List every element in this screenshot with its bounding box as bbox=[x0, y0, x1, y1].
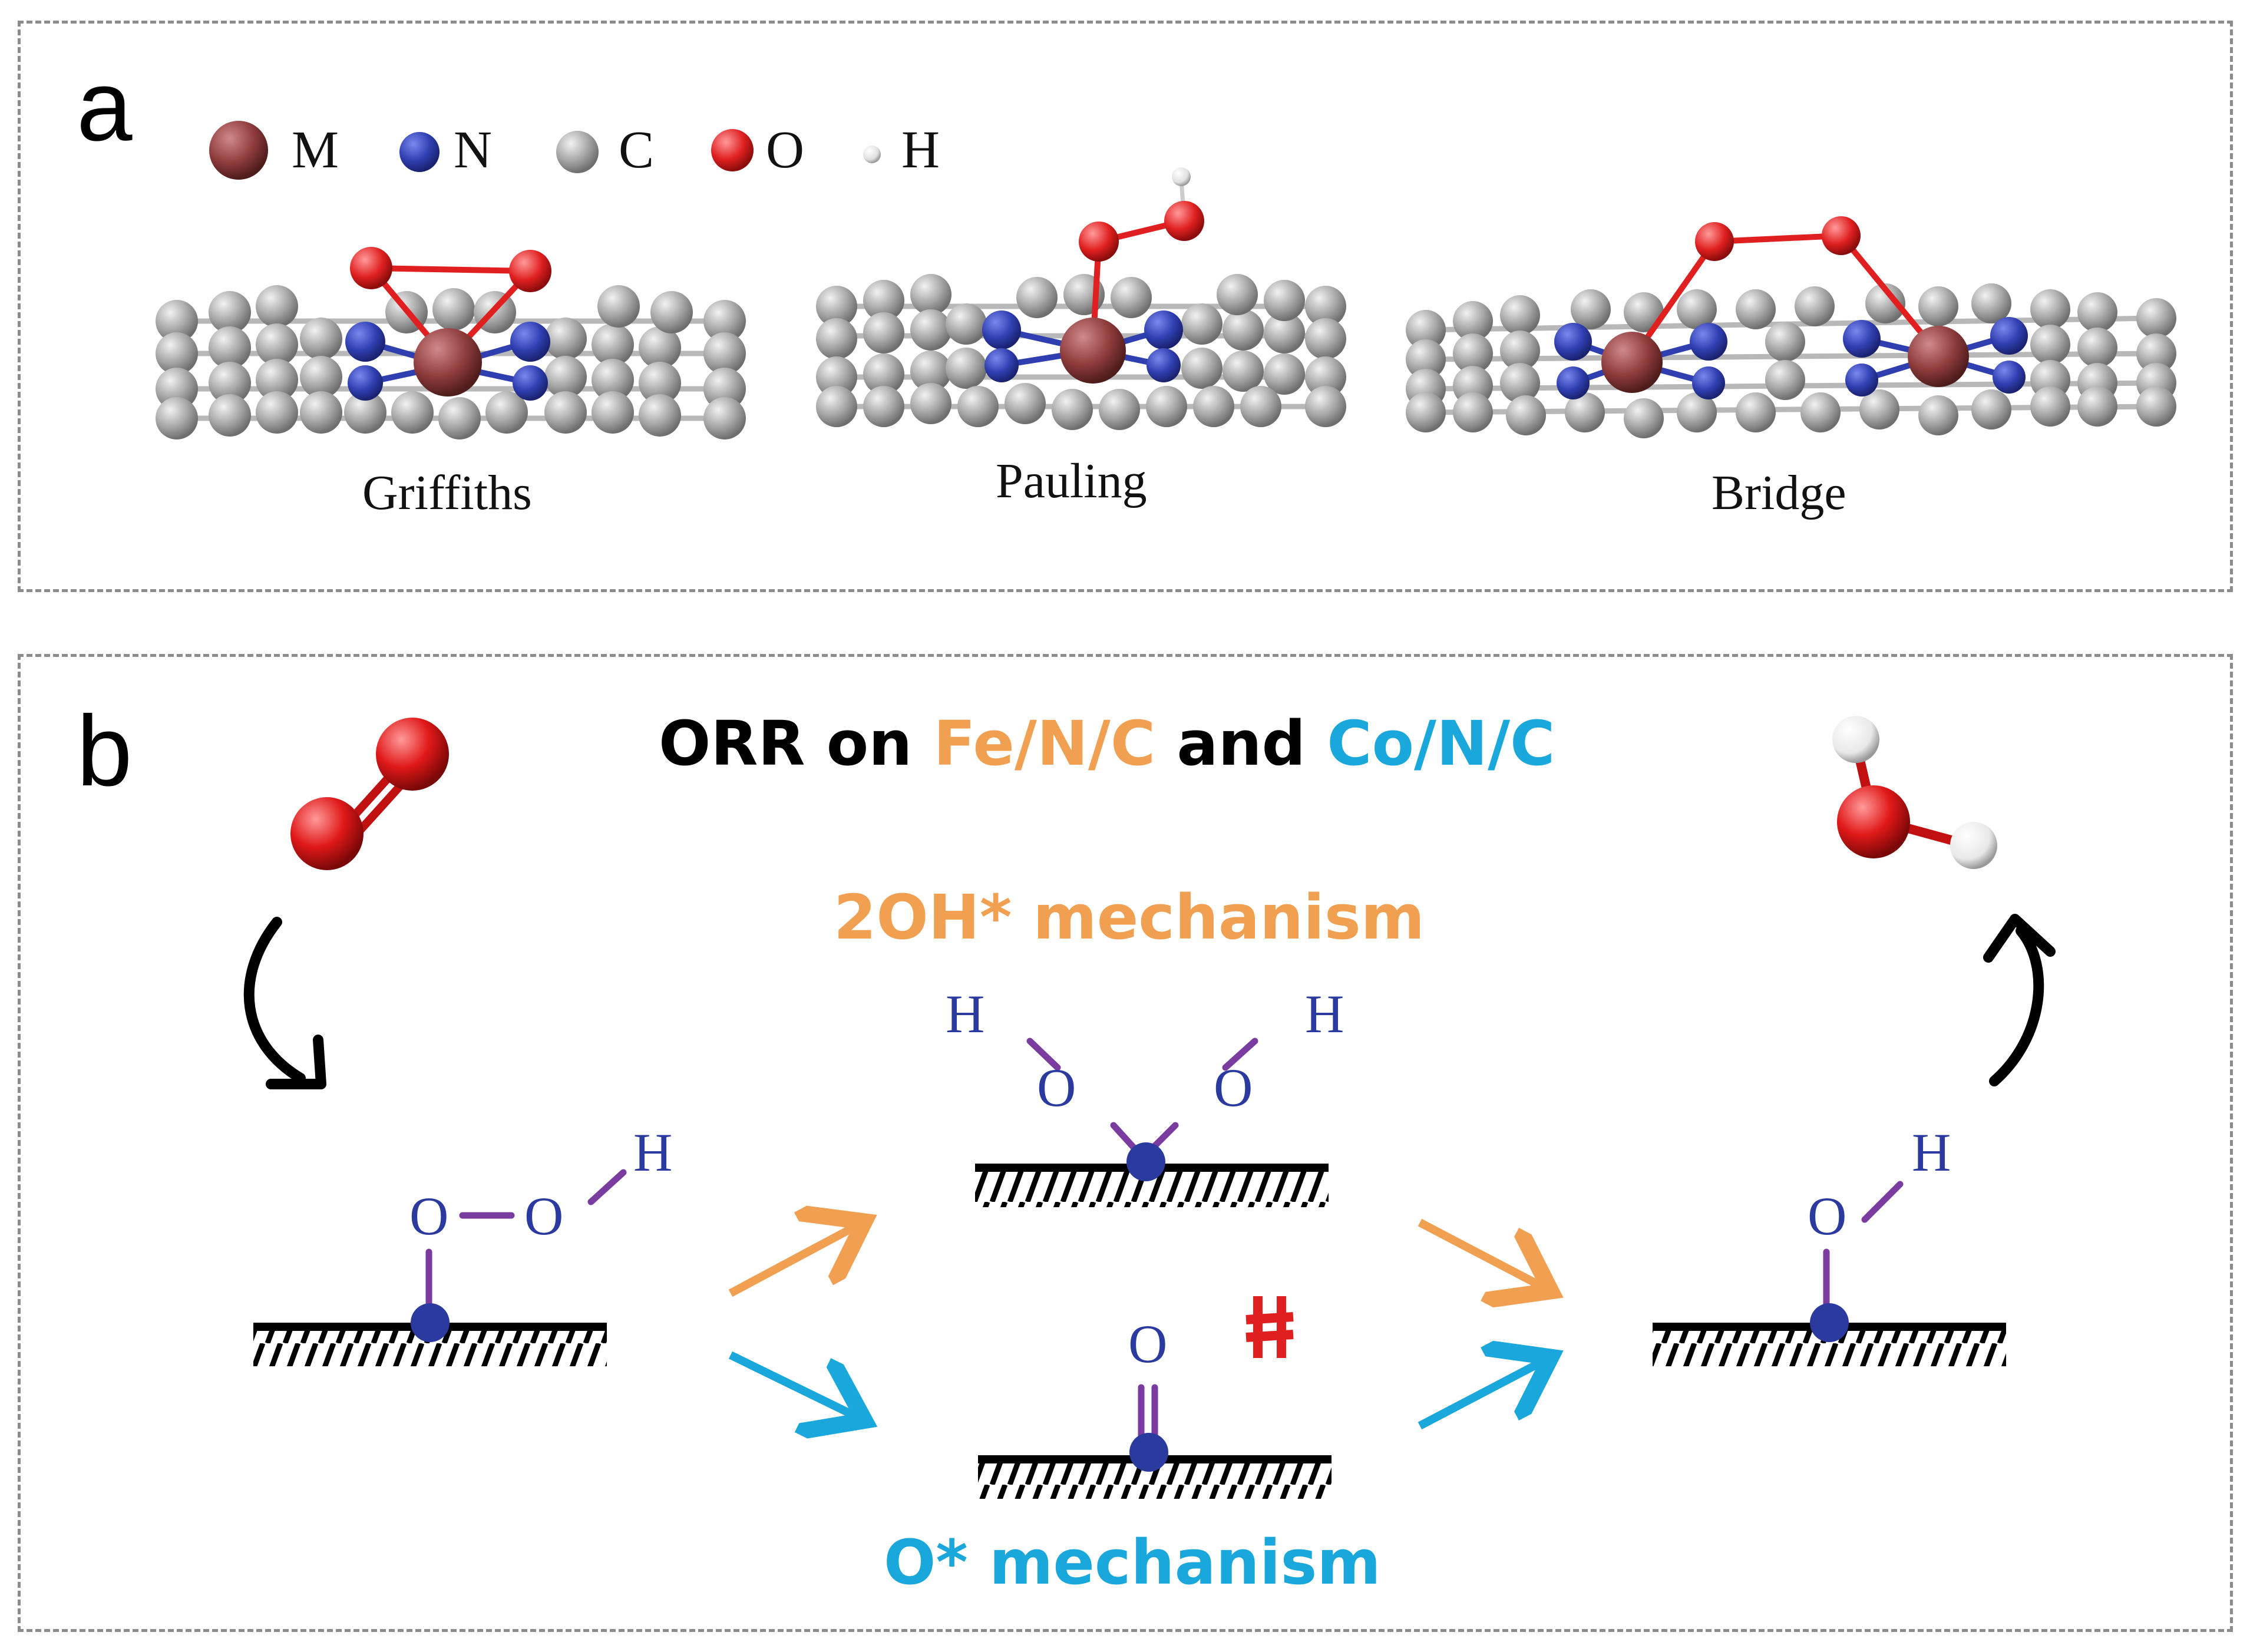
panel-a-structures bbox=[156, 121, 2176, 440]
not-equal-symbol bbox=[1245, 1296, 1294, 1358]
panel-a-label: a bbox=[77, 50, 133, 162]
2oh-o-right: O bbox=[1214, 1058, 1253, 1118]
caption-pauling: Pauling bbox=[996, 454, 1147, 508]
legend-h-sphere bbox=[863, 146, 881, 163]
panel-b-label: b bbox=[77, 695, 133, 807]
oh-h: H bbox=[1912, 1122, 1951, 1182]
panel-a-frame bbox=[18, 21, 2233, 592]
h2o-molecule bbox=[1832, 716, 1997, 869]
site-2oh bbox=[1126, 1142, 1165, 1181]
surfaces bbox=[253, 1164, 2006, 1499]
blue-arrow-up bbox=[1418, 1361, 1544, 1430]
title-fe: Fe/N/C bbox=[933, 708, 1156, 779]
panel-b-title: ORR on Fe/N/C and Co/N/C bbox=[659, 713, 1555, 774]
2oh-h-right: H bbox=[1305, 984, 1344, 1044]
blue-arrow-down bbox=[728, 1351, 857, 1417]
caption-griffiths: Griffiths bbox=[362, 465, 532, 520]
griffiths-structure bbox=[156, 247, 746, 440]
o-star-o: O bbox=[1128, 1314, 1168, 1374]
site-oh bbox=[1810, 1303, 1849, 1342]
site-o bbox=[1129, 1433, 1168, 1472]
legend-c-sphere bbox=[556, 131, 599, 173]
pauling-structure bbox=[816, 167, 1346, 430]
curved-arrow-left bbox=[243, 917, 306, 1083]
legend-o-sphere bbox=[711, 129, 754, 171]
panel-b-frame bbox=[18, 654, 2233, 1632]
site-ooh bbox=[411, 1303, 450, 1342]
legend-n-sphere bbox=[399, 132, 440, 172]
ooh-h: H bbox=[633, 1122, 673, 1182]
legend-m-sphere bbox=[209, 121, 268, 180]
legend-o-label: O bbox=[766, 121, 804, 179]
legend-h-label: H bbox=[901, 121, 940, 179]
2oh-h-left: H bbox=[946, 984, 985, 1044]
orange-arrow-down bbox=[1418, 1218, 1544, 1287]
legend-n-label: N bbox=[454, 121, 492, 179]
legend-c-label: C bbox=[619, 121, 655, 179]
2oh-o-left: O bbox=[1037, 1058, 1076, 1118]
bridge-structure bbox=[1406, 216, 2176, 438]
ooh-o2: O bbox=[524, 1186, 564, 1246]
orange-arrow-up bbox=[728, 1225, 857, 1297]
title-prefix: ORR on bbox=[659, 708, 934, 779]
oh-o: O bbox=[1808, 1186, 1847, 1246]
mechanism-o-label: O* mechanism bbox=[884, 1527, 1381, 1598]
legend-spheres bbox=[209, 121, 881, 180]
mechanism-2oh-label: 2OH* mechanism bbox=[834, 881, 1425, 953]
curved-arrow-right bbox=[1989, 926, 2044, 1086]
legend-m-label: M bbox=[292, 121, 339, 179]
ooh-o1: O bbox=[409, 1186, 449, 1246]
title-and: and bbox=[1155, 708, 1327, 779]
o2-molecule bbox=[290, 718, 449, 870]
title-co: Co/N/C bbox=[1327, 708, 1555, 779]
caption-bridge: Bridge bbox=[1712, 465, 1846, 520]
